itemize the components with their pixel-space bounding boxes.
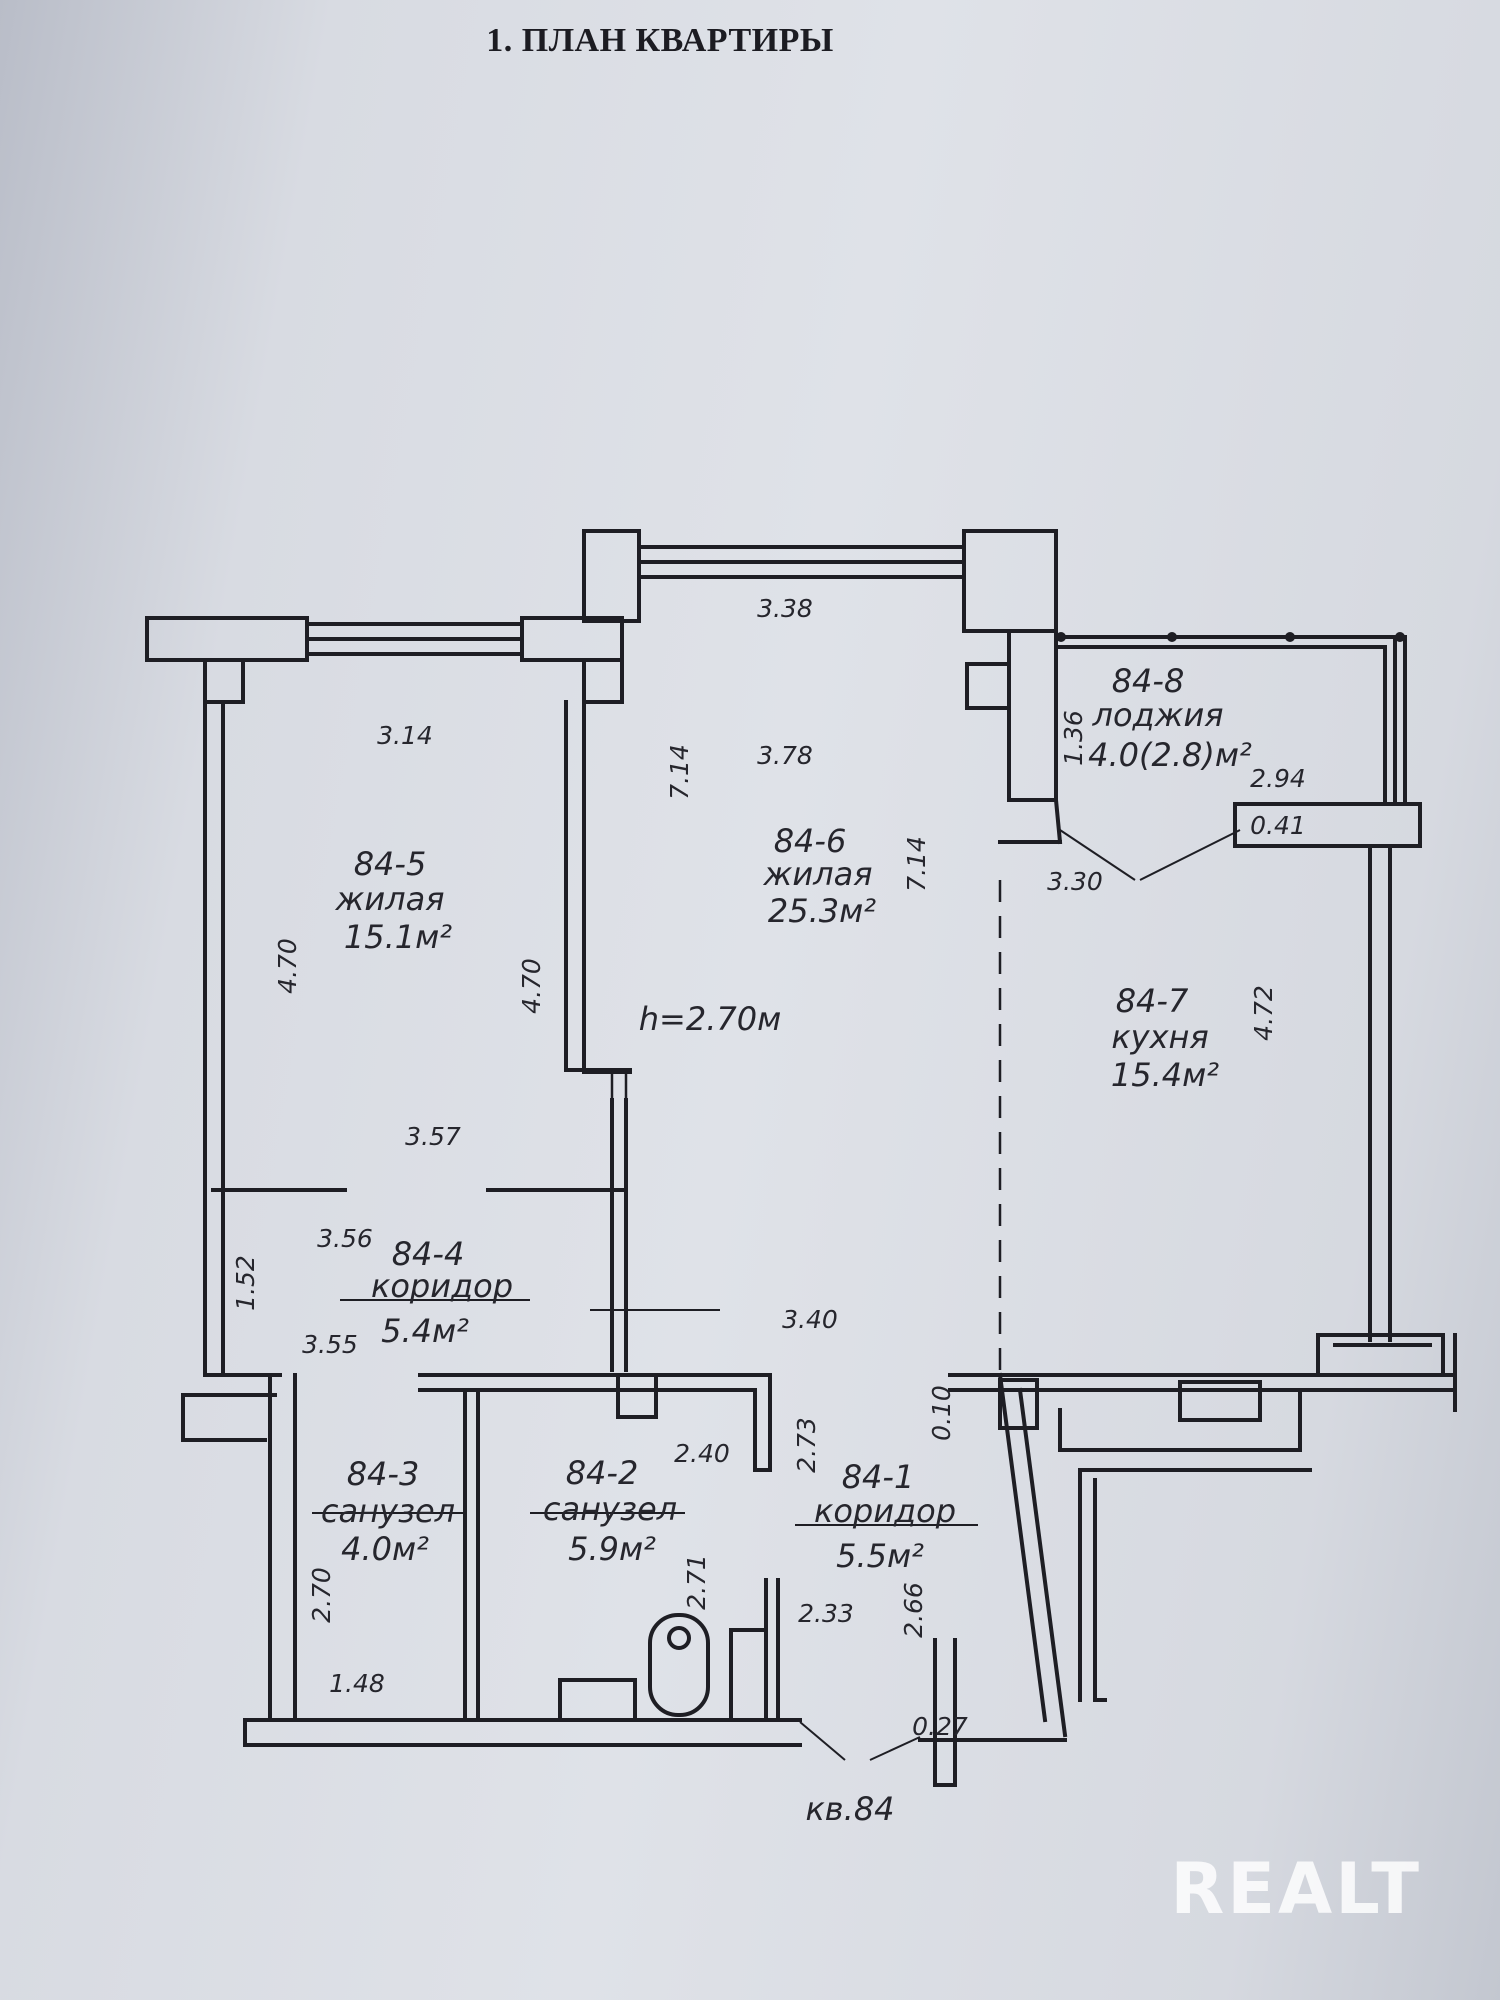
dim-label: 3.14 bbox=[377, 721, 433, 750]
room-84-3-name: санузел bbox=[321, 1492, 455, 1530]
sink bbox=[558, 1678, 637, 1722]
dim-label: 0.10 bbox=[927, 1385, 956, 1441]
dim-label: 1.52 bbox=[231, 1255, 260, 1311]
dim-label: 7.14 bbox=[665, 744, 694, 800]
dim-label: 3.40 bbox=[782, 1305, 838, 1334]
room-84-4-area: 5.4м² bbox=[381, 1312, 469, 1350]
walls bbox=[145, 529, 1457, 1787]
dashed-openings bbox=[610, 880, 1002, 1375]
room-84-5-name: жилая bbox=[335, 880, 445, 918]
toilet-icon bbox=[648, 1613, 710, 1717]
dim-label: 1.36 bbox=[1059, 710, 1088, 766]
leader-lines bbox=[312, 829, 1241, 1761]
dim-label: 2.66 bbox=[899, 1582, 928, 1638]
room-84-5-area: 15.1м² bbox=[344, 918, 452, 956]
dim-label: 1.48 bbox=[329, 1669, 385, 1698]
column bbox=[203, 658, 245, 704]
room-labels: 84-5 жилая 15.1м² 84-6 жилая 25.3м² 84-8… bbox=[321, 662, 1252, 1828]
dim-label: 3.38 bbox=[757, 594, 813, 623]
dim-label: 3.56 bbox=[317, 1224, 373, 1253]
room-84-2-area: 5.9м² bbox=[568, 1530, 656, 1568]
window-left bbox=[145, 616, 309, 662]
room-84-8-id: 84-8 bbox=[1112, 662, 1185, 700]
room-84-1-area: 5.5м² bbox=[836, 1537, 924, 1575]
dim-label: 3.78 bbox=[757, 741, 813, 770]
dim-label: 4.70 bbox=[517, 958, 546, 1014]
dim-label: 2.73 bbox=[792, 1417, 821, 1473]
room-84-2-id: 84-2 bbox=[566, 1454, 639, 1492]
dim-label: 2.70 bbox=[307, 1567, 336, 1623]
room-84-1-name: коридор bbox=[814, 1492, 956, 1530]
room-84-3-area: 4.0м² bbox=[341, 1530, 429, 1568]
room-84-3-id: 84-3 bbox=[347, 1455, 420, 1493]
dim-label: 2.40 bbox=[674, 1439, 730, 1468]
dim-label: 4.70 bbox=[273, 938, 302, 994]
window-top-pier-left bbox=[582, 529, 641, 623]
dim-label: 2.94 bbox=[1250, 764, 1306, 793]
page-title: 1. ПЛАН КВАРТИРЫ bbox=[486, 22, 834, 59]
dim-label: 0.27 bbox=[912, 1712, 968, 1741]
apartment-label: кв.84 bbox=[805, 1790, 894, 1828]
room-84-4-name: коридор bbox=[371, 1267, 513, 1305]
railing-posts bbox=[1056, 632, 1405, 642]
room-84-1-id: 84-1 bbox=[842, 1458, 915, 1496]
dim-label: 7.14 bbox=[902, 836, 931, 892]
dim-label: 2.71 bbox=[682, 1554, 711, 1610]
room-84-6-id: 84-6 bbox=[774, 822, 847, 860]
dim-label: 4.72 bbox=[1249, 985, 1278, 1041]
room-84-7-name: кухня bbox=[1111, 1018, 1208, 1056]
room-84-5-id: 84-5 bbox=[354, 845, 427, 883]
room-84-8-name: лоджия bbox=[1091, 696, 1223, 734]
room-84-2-name: санузел bbox=[543, 1490, 677, 1528]
dim-label: 3.55 bbox=[302, 1330, 358, 1359]
dim-label: 3.57 bbox=[405, 1122, 461, 1151]
room-84-4-id: 84-4 bbox=[392, 1235, 465, 1273]
room-84-7-id: 84-7 bbox=[1116, 982, 1189, 1020]
room-84-8-area: 4.0(2.8)м² bbox=[1088, 736, 1252, 774]
dimension-labels: 3.38 3.14 7.14 3.78 7.14 1.36 2.94 0.41 … bbox=[231, 594, 1306, 1741]
room-84-6-name: жилая bbox=[763, 855, 873, 893]
dim-label: 2.33 bbox=[798, 1599, 854, 1628]
watermark-logo: REALT bbox=[1170, 1848, 1422, 1930]
dim-label: 3.30 bbox=[1047, 867, 1103, 896]
room-84-7-area: 15.4м² bbox=[1111, 1056, 1219, 1094]
dim-label: 0.41 bbox=[1250, 811, 1306, 840]
room-84-6-area: 25.3м² bbox=[768, 892, 876, 930]
ceiling-height: h=2.70м bbox=[639, 1000, 781, 1038]
